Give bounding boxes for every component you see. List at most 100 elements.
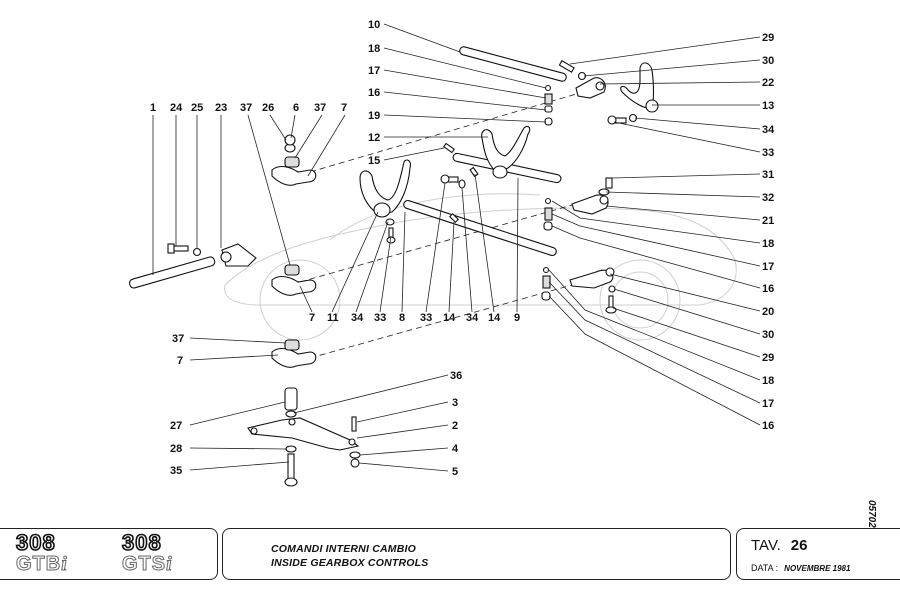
selector-21 bbox=[571, 194, 609, 215]
callout: 16 bbox=[762, 283, 774, 295]
bolt-33-left bbox=[386, 227, 396, 244]
logo-model: GTSi bbox=[121, 553, 173, 576]
rod-10 bbox=[459, 46, 567, 82]
date-row: DATA :NOVEMBRE 1981 bbox=[751, 563, 850, 573]
washer-4 bbox=[349, 451, 361, 459]
callouts-right-column: 29 30 22 13 34 33 31 32 21 18 17 16 20 3… bbox=[762, 32, 775, 432]
callout: 26 bbox=[262, 102, 274, 114]
callout: 22 bbox=[762, 77, 774, 89]
callout: 7 bbox=[341, 102, 347, 114]
bolt-35 bbox=[284, 453, 298, 487]
callout: 31 bbox=[762, 169, 774, 181]
callout: 30 bbox=[762, 55, 774, 67]
callout: 35 bbox=[170, 465, 182, 477]
stud-3 bbox=[351, 416, 357, 432]
logo-gtbi: 308 GTBi bbox=[15, 530, 68, 576]
detent-set-middle bbox=[543, 197, 553, 231]
logo-box: 308 GTBi 308 GTSi bbox=[0, 528, 218, 580]
callout: 34 bbox=[466, 312, 479, 324]
callout: 18 bbox=[762, 238, 774, 250]
callout: 37 bbox=[172, 333, 184, 345]
callout: 9 bbox=[514, 312, 520, 324]
date-value: NOVEMBRE 1981 bbox=[784, 564, 851, 573]
fork-11 bbox=[359, 159, 411, 218]
bolt-33-mid bbox=[440, 174, 459, 184]
callouts-lower-right: 36 3 2 4 5 bbox=[450, 370, 462, 478]
logo-model: GTBi bbox=[15, 553, 68, 576]
selector-20 bbox=[569, 267, 615, 289]
callout: 8 bbox=[399, 312, 405, 324]
detent-set-lower bbox=[541, 266, 551, 301]
washer-28 bbox=[285, 445, 297, 453]
callout: 37 bbox=[314, 102, 326, 114]
callout: 18 bbox=[368, 43, 380, 55]
callout: 23 bbox=[215, 102, 227, 114]
car-silhouette-outline bbox=[224, 193, 737, 341]
pin-15 bbox=[442, 142, 456, 154]
pin-14b bbox=[448, 212, 460, 224]
callout: 20 bbox=[762, 306, 774, 318]
lever-7-low bbox=[271, 339, 317, 368]
selector-22 bbox=[575, 77, 606, 99]
logo-number: 308 bbox=[15, 530, 56, 555]
pin-14 bbox=[469, 166, 479, 178]
callout: 17 bbox=[762, 398, 774, 410]
callout: 11 bbox=[327, 312, 339, 324]
logo-gtsi: 308 GTSi bbox=[121, 530, 173, 576]
callout: 33 bbox=[762, 147, 774, 159]
callout: 6 bbox=[293, 102, 299, 114]
title-box: COMANDI INTERNI CAMBIO INSIDE GEARBOX CO… bbox=[222, 528, 731, 580]
document-code: 05702 bbox=[866, 500, 877, 528]
callout: 36 bbox=[450, 370, 462, 382]
callout: 29 bbox=[762, 352, 774, 364]
callout: 7 bbox=[309, 312, 315, 324]
title-italian: COMANDI INTERNI CAMBIO bbox=[271, 543, 416, 555]
callout: 30 bbox=[762, 329, 774, 341]
rod-8 bbox=[403, 199, 557, 257]
callout: 15 bbox=[368, 155, 380, 167]
callout: 13 bbox=[762, 100, 774, 112]
washer-36 bbox=[285, 410, 297, 418]
fork-13 bbox=[620, 62, 659, 113]
callouts-bottom-row: 7 11 34 33 8 33 14 34 14 9 bbox=[309, 312, 520, 324]
callout: 3 bbox=[452, 397, 458, 409]
plate-label: TAV. bbox=[751, 537, 781, 554]
callout: 19 bbox=[368, 110, 380, 122]
callout: 28 bbox=[170, 443, 182, 455]
washer-34-left bbox=[385, 218, 395, 226]
bolt-29-top bbox=[558, 60, 575, 73]
callout: 18 bbox=[762, 375, 774, 387]
callout: 4 bbox=[452, 443, 459, 455]
spacer-27 bbox=[284, 387, 298, 411]
lever-7-mid bbox=[271, 264, 317, 296]
callout: 21 bbox=[762, 215, 774, 227]
bolt-31 bbox=[605, 177, 613, 189]
washer-34-mid bbox=[458, 179, 466, 189]
plate-number: TAV.26 bbox=[751, 537, 807, 554]
washer-25 bbox=[192, 247, 202, 257]
title-block: 308 GTBi 308 GTSi COMANDI INTERNI CAMBIO… bbox=[0, 528, 900, 584]
callouts-lower-left: 37 7 27 28 35 bbox=[170, 333, 184, 477]
callout: 17 bbox=[368, 65, 380, 77]
callout: 12 bbox=[368, 132, 380, 144]
exploded-parts-diagram: 1 24 25 23 37 26 6 37 7 7 11 34 33 8 33 … bbox=[128, 19, 775, 487]
leader-lines bbox=[152, 23, 761, 472]
bracket-23 bbox=[220, 243, 257, 267]
callout: 1 bbox=[150, 102, 156, 114]
callout: 5 bbox=[452, 466, 458, 478]
callout: 29 bbox=[762, 32, 774, 44]
callout: 14 bbox=[488, 312, 501, 324]
callout: 27 bbox=[170, 420, 182, 432]
callouts-center-left: 10 18 17 16 19 12 15 bbox=[368, 19, 380, 167]
title-english: INSIDE GEARBOX CONTROLS bbox=[271, 557, 429, 569]
callouts-top-row: 1 24 25 23 37 26 6 37 7 bbox=[150, 102, 347, 114]
callout: 34 bbox=[351, 312, 364, 324]
callout: 24 bbox=[170, 102, 183, 114]
callout: 25 bbox=[191, 102, 203, 114]
plate-info-box: TAV.26 DATA :NOVEMBRE 1981 bbox=[736, 528, 900, 580]
callout: 16 bbox=[368, 87, 380, 99]
logo-number: 308 bbox=[121, 530, 162, 555]
lever-7-top bbox=[271, 134, 317, 186]
fork-12 bbox=[481, 125, 531, 179]
support-plate-2 bbox=[247, 417, 360, 451]
